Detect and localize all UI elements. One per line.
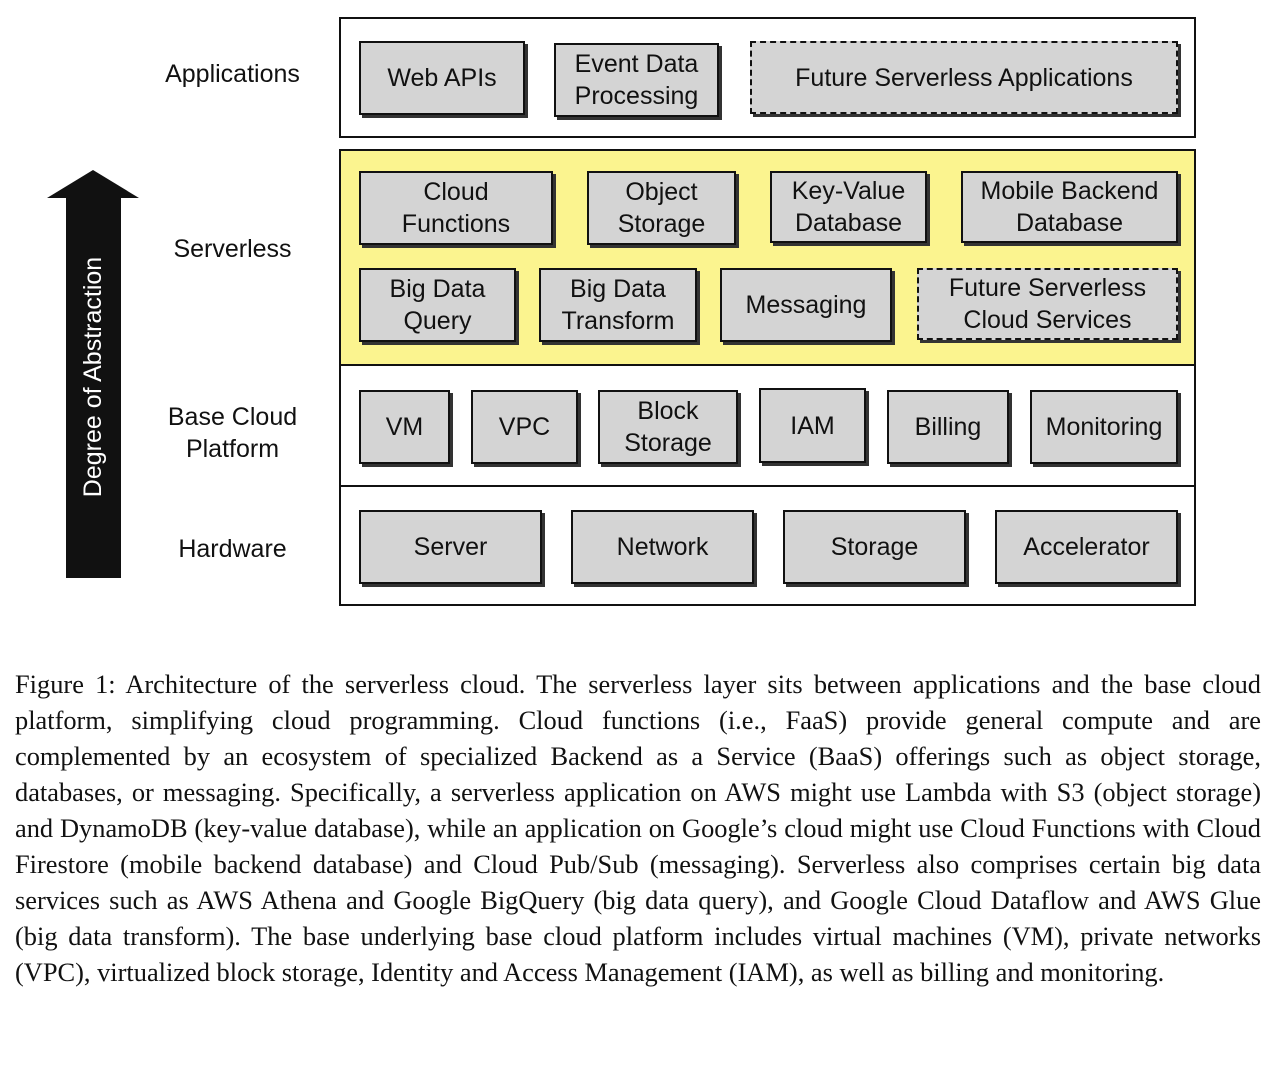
- box-vpc: VPC: [471, 390, 578, 464]
- box-monitoring: Monitoring: [1030, 390, 1178, 464]
- box-network: Network: [571, 510, 754, 584]
- box-big-data-query: Big Data Query: [359, 268, 516, 342]
- box-messaging: Messaging: [720, 268, 892, 342]
- box-event-data-processing: Event Data Processing: [554, 43, 719, 117]
- abstraction-axis-label: Degree of Abstraction: [79, 256, 107, 498]
- figure-caption: Figure 1: Architecture of the serverless…: [15, 669, 1261, 987]
- box-future-serverless-applications: Future Serverless Applications: [750, 41, 1178, 114]
- box-big-data-transform: Big Data Transform: [539, 268, 697, 342]
- arrow-head: [47, 170, 139, 198]
- box-accelerator: Accelerator: [995, 510, 1178, 584]
- box-future-serverless-cloud-services: Future Serverless Cloud Services: [917, 268, 1178, 340]
- box-cloud-functions: Cloud Functions: [359, 171, 553, 245]
- box-object-storage: Object Storage: [587, 171, 736, 245]
- box-block-storage: Block Storage: [598, 390, 738, 464]
- box-iam: IAM: [759, 388, 866, 463]
- box-key-value-database: Key-Value Database: [770, 171, 927, 243]
- layer-label-hardware: Hardware: [178, 535, 287, 563]
- box-storage: Storage: [783, 510, 966, 584]
- box-vm: VM: [359, 390, 450, 464]
- layer-label-base-cloud-platform: Base Cloud Platform: [167, 403, 298, 463]
- box-server: Server: [359, 510, 542, 584]
- layer-label-applications: Applications: [165, 60, 300, 88]
- arrow-shaft: [66, 196, 121, 578]
- layer-label-serverless: Serverless: [173, 235, 292, 263]
- box-billing: Billing: [887, 390, 1009, 464]
- box-web-apis: Web APIs: [359, 41, 525, 115]
- box-mobile-backend-database: Mobile Backend Database: [961, 171, 1178, 243]
